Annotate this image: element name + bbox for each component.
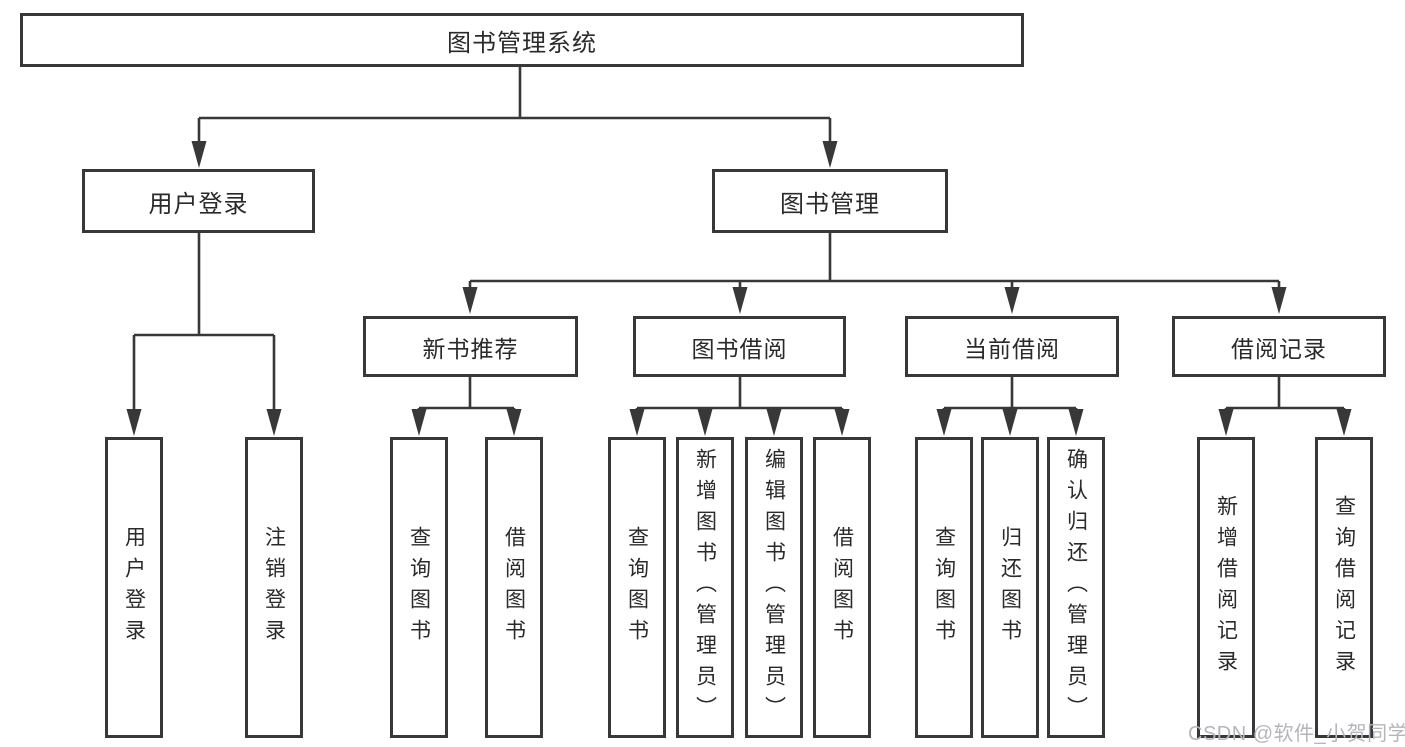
node-library-management-system: 图书管理系统	[20, 13, 1024, 67]
arrowheads	[126, 141, 1352, 436]
leaf-label: 新增图书（管理员）	[693, 448, 717, 727]
leaf-label: 查询图书	[625, 525, 649, 650]
leaf-label: 新增借阅记录	[1214, 494, 1238, 681]
leaf-query-books-recommendation: 查询图书	[390, 437, 448, 738]
leaf-label: 借阅图书	[502, 525, 526, 650]
node-label: 图书管理	[780, 190, 880, 218]
leaf-add-borrowing-record: 新增借阅记录	[1197, 437, 1255, 738]
leaf-query-borrowing-record: 查询借阅记录	[1315, 437, 1373, 738]
node-label: 当前借阅	[964, 335, 1060, 362]
node-label: 借阅记录	[1231, 335, 1327, 362]
leaf-add-books-admin: 新增图书（管理员）	[676, 437, 734, 738]
leaf-query-books-borrowing: 查询图书	[608, 437, 666, 738]
node-label: 用户登录	[148, 190, 249, 218]
leaf-label: 借阅图书	[830, 525, 854, 650]
node-borrowing-records: 借阅记录	[1172, 316, 1386, 377]
leaf-label: 归还图书	[998, 525, 1022, 650]
leaf-logout: 注销登录	[245, 437, 303, 738]
node-user-login: 用户登录	[82, 169, 315, 233]
leaf-label: 注销登录	[262, 525, 286, 650]
leaf-confirm-return-admin: 确认归还（管理员）	[1047, 437, 1105, 738]
leaf-label: 查询图书	[407, 525, 431, 650]
leaf-label: 查询图书	[932, 525, 956, 650]
node-book-borrowing: 图书借阅	[633, 316, 846, 377]
leaf-label: 编辑图书（管理员）	[762, 448, 786, 727]
leaf-borrow-books-recommendation: 借阅图书	[485, 437, 543, 738]
csdn-watermark: CSDN @软件_小贺同学	[1188, 723, 1405, 745]
node-label: 图书管理系统	[447, 29, 597, 57]
leaf-edit-books-admin: 编辑图书（管理员）	[745, 437, 803, 738]
node-label: 图书借阅	[691, 335, 788, 362]
node-book-management: 图书管理	[712, 169, 948, 233]
leaf-query-books-current: 查询图书	[915, 437, 973, 738]
leaf-label: 查询借阅记录	[1332, 494, 1356, 681]
node-new-book-recommendation: 新书推荐	[363, 316, 578, 377]
node-current-borrowing: 当前借阅	[905, 316, 1119, 377]
leaf-label: 确认归还（管理员）	[1064, 448, 1088, 727]
leaf-user-login: 用户登录	[105, 437, 163, 738]
node-label: 新书推荐	[422, 335, 519, 362]
leaf-return-books: 归还图书	[981, 437, 1039, 738]
leaf-label: 用户登录	[122, 525, 146, 650]
leaf-borrow-books-borrowing: 借阅图书	[813, 437, 871, 738]
